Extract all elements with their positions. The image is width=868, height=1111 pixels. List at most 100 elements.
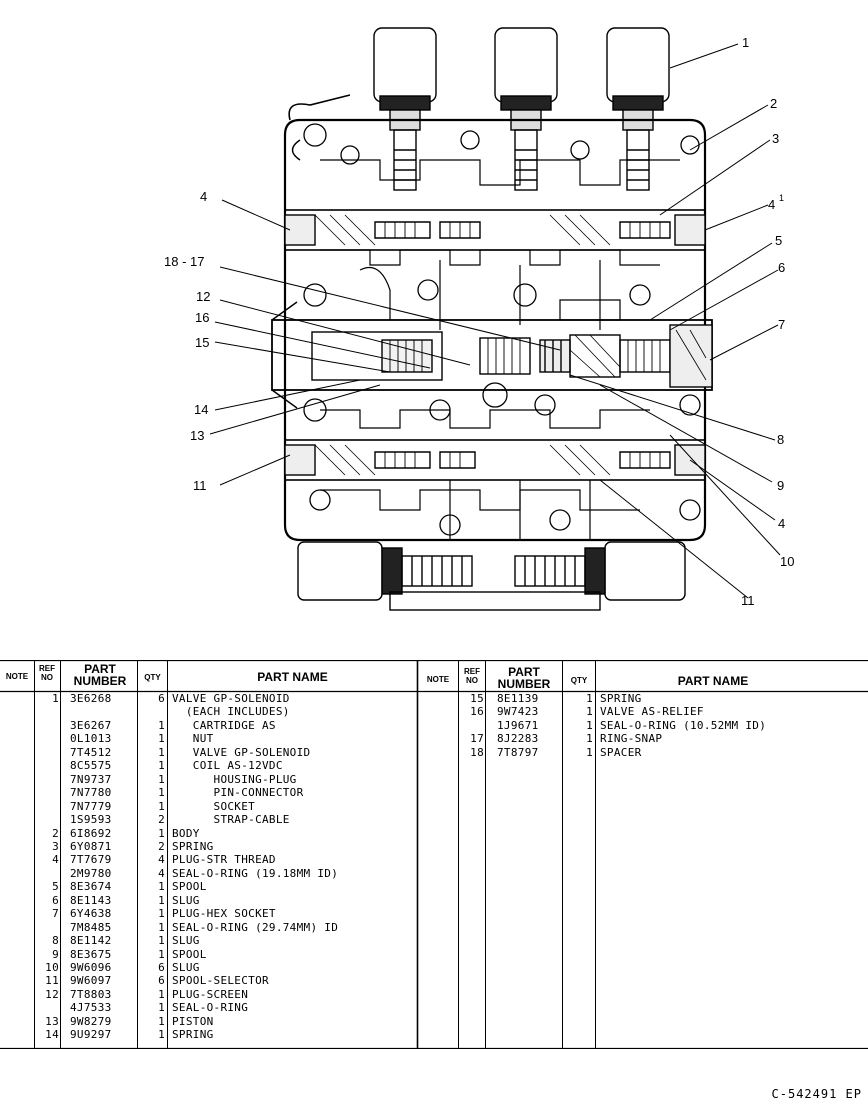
table-cell-part-number: 9W6096: [70, 961, 112, 974]
table-cell-qty: 1: [158, 1028, 165, 1042]
table-cell-part-name: SEAL-O-RING (19.18MM ID): [172, 866, 339, 880]
solenoid-coil: [606, 27, 670, 191]
valve-body-outline: [283, 118, 707, 542]
callout-14: 14: [194, 402, 208, 417]
table-cell-ref-no: 13: [45, 1014, 59, 1028]
table-cell-part-name: SPOOL: [172, 880, 207, 894]
table-cell-qty: 1: [158, 907, 165, 921]
callout-1: 1: [742, 35, 749, 50]
table-cell-qty: 6: [158, 961, 165, 974]
header-part-number: PART NUMBER: [497, 665, 551, 691]
table-cell-part-number: 1J9671: [497, 718, 539, 732]
table-cell-part-name: SPOOL-SELECTOR: [172, 974, 269, 988]
table-cell-part-number: 6Y4638: [70, 907, 112, 921]
table-cell-part-number: 2M9780: [70, 866, 112, 880]
table-cell-qty: 6: [158, 974, 165, 988]
callout-10: 10: [780, 554, 794, 569]
table-cell-part-name: SPRING: [172, 839, 214, 853]
table-cell-ref-no: 4: [52, 853, 59, 867]
table-cell-part-number: 7M8485: [70, 920, 112, 934]
table-cell-part-name: SLUG: [172, 961, 200, 974]
table-cell-ref-no: 5: [52, 880, 59, 894]
table-cell-part-name: (EACH INCLUDES): [172, 705, 290, 719]
table-cell-part-number: 8E1143: [70, 893, 112, 907]
table-cell-part-name: BODY: [172, 826, 200, 840]
table-cell-qty: 1: [586, 718, 593, 732]
header-note: NOTE: [5, 672, 29, 681]
table-cell-part-number: 1S9593: [70, 813, 112, 827]
callout-4: 4: [768, 197, 775, 212]
table-cell-ref-no: 1: [52, 692, 59, 705]
table-cell-part-name: SLUG: [172, 934, 200, 948]
callout-11: 11: [741, 593, 755, 608]
table-cell-qty: 1: [586, 692, 593, 705]
table-cell-part-name: SEAL-O-RING: [172, 1001, 249, 1015]
table-cell-ref-no: 10: [45, 961, 59, 974]
table-cell-part-number: 9W8279: [70, 1014, 112, 1028]
table-cell-part-number: 9U9297: [70, 1028, 112, 1042]
table-cell-part-name: PIN-CONNECTOR: [172, 786, 304, 800]
callout-3: 3: [772, 131, 779, 146]
callout-4: 4: [778, 516, 785, 531]
callout-6: 6: [778, 260, 785, 275]
table-cell-qty: 4: [158, 853, 165, 867]
table-cell-part-name: VALVE GP-SOLENOID: [172, 692, 290, 705]
table-cell-qty: 1: [158, 880, 165, 894]
table-cell-part-name: RING-SNAP: [600, 732, 663, 746]
table-cell-part-name: PLUG-HEX SOCKET: [172, 907, 276, 921]
table-cell-part-number: 3E6268: [70, 692, 112, 705]
callout-8: 8: [777, 432, 784, 447]
table-cell-part-number: 7N7780: [70, 786, 112, 800]
table-cell-ref-no: 3: [52, 839, 59, 853]
callout-11: 11: [193, 478, 207, 493]
table-cell-ref-no: 2: [52, 826, 59, 840]
header-qty: QTY: [144, 673, 161, 682]
table-cell-ref-no: 18: [470, 745, 484, 759]
table-cell-part-number: 8E3674: [70, 880, 112, 894]
table-cell-part-number: 6Y0871: [70, 839, 112, 853]
callout-5: 5: [775, 233, 782, 248]
table-cell-part-number: 9W6097: [70, 974, 112, 988]
table-cell-qty: 1: [158, 947, 165, 961]
table-cell-qty: 1: [158, 718, 165, 732]
callout-7: 7: [778, 317, 785, 332]
table-cell-part-number: 4J7533: [70, 1001, 112, 1015]
callout-16: 16: [195, 310, 209, 325]
table-cell-part-number: 7T4512: [70, 745, 112, 759]
table-cell-part-name: SPACER: [600, 745, 642, 759]
table-cell-ref-no: 8: [52, 934, 59, 948]
drawing-code: C-542491 EP: [771, 1087, 862, 1101]
parts-list-table: NOTE REF NO PART NUMBER QTY PART NAME NO…: [0, 660, 868, 1049]
header-part-name: PART NAME: [677, 674, 749, 688]
table-cell-part-name: PISTON: [172, 1014, 214, 1028]
table-cell-ref-no: 14: [45, 1028, 59, 1042]
table-cell-qty: 6: [158, 692, 165, 705]
table-cell-qty: 1: [586, 732, 593, 746]
table-cell-part-name: SPRING: [172, 1028, 214, 1042]
table-cell-part-number: 8E3675: [70, 947, 112, 961]
callout-15: 15: [195, 335, 209, 350]
lower-spool: [284, 439, 706, 481]
table-cell-part-number: 8E1142: [70, 934, 112, 948]
table-cell-part-name: CARTRIDGE AS: [172, 718, 276, 732]
header-qty: QTY: [570, 676, 588, 685]
table-grid: [0, 660, 868, 1049]
callout-9: 9: [777, 478, 784, 493]
table-cell-ref-no: 17: [470, 732, 484, 746]
table-cell-part-number: 8C5575: [70, 759, 112, 773]
table-cell-qty: 2: [158, 839, 165, 853]
callout-4-superscript: 1: [779, 193, 784, 203]
table-cell-part-name: PLUG-STR THREAD: [172, 853, 276, 867]
callout-13: 13: [190, 428, 204, 443]
table-cell-part-number: 8E1139: [497, 692, 539, 705]
table-cell-part-name: SEAL-O-RING (10.52MM ID): [600, 718, 767, 732]
table-cell-part-name: VALVE AS-RELIEF: [600, 705, 704, 719]
table-cell-part-name: SOCKET: [172, 799, 256, 813]
table-cell-ref-no: 15: [470, 692, 484, 705]
table-cell-part-number: 7N7779: [70, 799, 112, 813]
table-cell-ref-no: 16: [470, 705, 484, 719]
table-cell-qty: 1: [158, 1014, 165, 1028]
table-cell-qty: 4: [158, 866, 165, 880]
table-cell-qty: 1: [158, 826, 165, 840]
table-cell-part-name: PLUG-SCREEN: [172, 987, 249, 1001]
